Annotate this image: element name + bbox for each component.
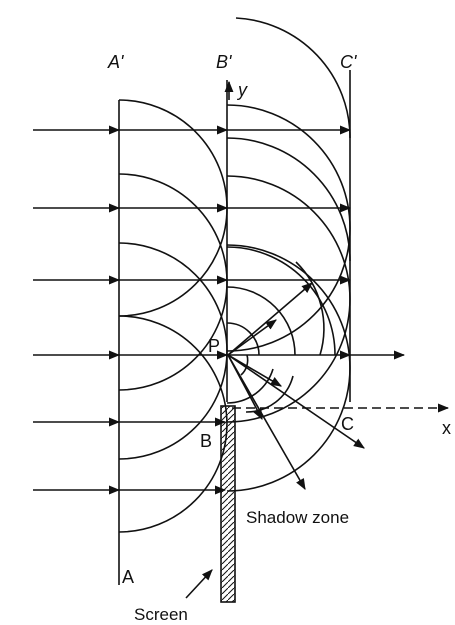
- incident-rays: [33, 125, 406, 495]
- label-screen: Screen: [134, 605, 188, 624]
- label-point-c: C: [341, 414, 354, 434]
- wavelets-from-b: [226, 17, 351, 492]
- screen-barrier: [220, 405, 236, 603]
- wavelets-from-a: [118, 99, 228, 533]
- label-c-prime: C': [340, 52, 357, 72]
- diffracted-rays: [227, 282, 365, 490]
- label-a-prime: A': [107, 52, 124, 72]
- label-b-prime: B': [216, 52, 232, 72]
- label-shadow-zone: Shadow zone: [246, 508, 349, 527]
- label-point-p: P: [208, 336, 220, 356]
- screen-pointer-arrow: [185, 569, 213, 599]
- wavelets-around-edge-p: [226, 246, 336, 413]
- label-y-axis: y: [236, 80, 248, 100]
- label-point-a: A: [122, 567, 134, 587]
- label-point-b: B: [200, 431, 212, 451]
- label-x-axis: x: [442, 418, 451, 438]
